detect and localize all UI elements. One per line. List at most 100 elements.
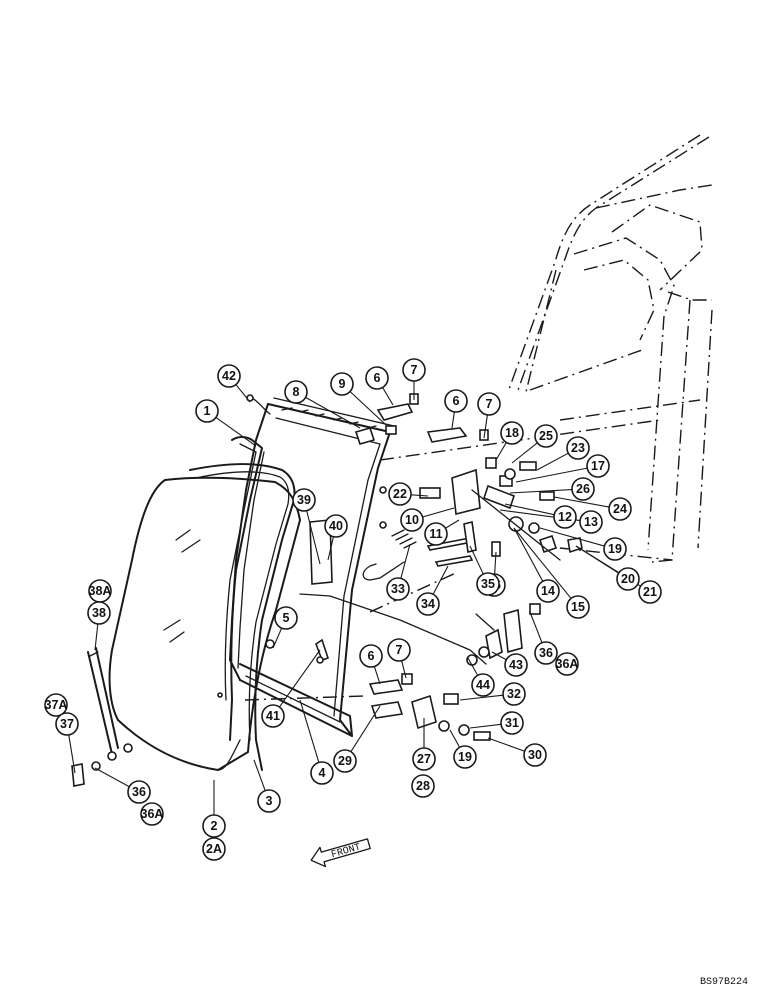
callout-c40: 40 [324,514,348,538]
callout-circle [500,711,524,735]
callout-label: 41 [266,709,280,723]
callout-label: 6 [368,649,375,663]
callout-label: 18 [505,426,519,440]
leader-line [94,767,130,788]
cab-outline [244,134,713,701]
callout-label: 2 [211,819,218,833]
leader-line [515,467,588,483]
leader-line [401,660,407,679]
callout-c37a: 37A [44,693,68,717]
leader-line [350,705,381,753]
leader-line [495,442,507,461]
callout-circle [471,673,495,697]
leader-line [382,387,394,406]
front-label: FRONT [330,842,362,861]
callout-label: 15 [571,600,585,614]
callout-label: 12 [558,510,572,524]
callout-circle [534,641,558,665]
callout-c36c: 36 [127,780,151,804]
callout-c15: 15 [566,595,590,619]
callout-c21: 21 [638,580,662,604]
leader-line [278,649,321,708]
callout-c3: 3 [257,789,281,813]
callout-c24: 24 [608,497,632,521]
callout-c7c: 7 [387,638,411,662]
callout-label: 39 [297,493,311,507]
callout-circle [217,364,241,388]
callout-c43: 43 [504,653,528,677]
callout-circle [387,638,411,662]
leader-line [553,496,610,508]
callout-circle [477,392,501,416]
callout-circle [333,749,357,773]
leader-line [451,411,455,429]
callout-circle [638,580,662,604]
callout-c22: 22 [388,482,412,506]
callout-c31: 31 [500,711,524,735]
callout-label: 13 [584,515,598,529]
callout-c18: 18 [500,421,524,445]
leader-line [94,623,99,651]
callout-c14: 14 [536,579,560,603]
leader-line [373,666,381,685]
callout-label: 35 [481,577,495,591]
leader-line [459,694,504,701]
callout-label: 11 [429,527,442,541]
callout-c33: 33 [386,577,410,601]
leader-line [494,551,497,575]
callout-circle [411,774,435,798]
callout-label: 6 [453,394,460,408]
leader-line [68,734,76,774]
callout-label: 31 [505,716,519,730]
callout-circle [402,358,426,382]
callout-c17: 17 [586,454,610,478]
callout-circle [566,595,590,619]
callout-c37: 37 [55,712,79,736]
callout-label: 38 [92,606,106,620]
callout-circle [553,505,577,529]
callout-circle [310,761,334,785]
callout-circle [608,497,632,521]
callout-circle [330,372,354,396]
leader-line [272,627,283,649]
callout-c34: 34 [416,592,440,616]
leader-line [400,543,411,579]
callout-c6a: 6 [365,366,389,390]
callout-label: 36A [556,657,579,671]
leader-line [253,759,266,791]
callout-circle [566,436,590,460]
leader-line [467,657,479,676]
callout-circle [140,802,164,826]
callout-circle [444,389,468,413]
callout-c32: 32 [502,682,526,706]
callout-c42: 42 [217,364,241,388]
leader-line [306,510,321,565]
callout-c13: 13 [579,510,603,534]
leader-line [349,391,387,426]
leader-line [469,723,502,729]
callout-c36d: 36A [140,802,164,826]
callout-label: 27 [417,752,431,766]
callout-circle [476,572,500,596]
callout-c19b: 19 [453,745,477,769]
callout-c27: 27 [412,747,436,771]
callout-circle [453,745,477,769]
leader-line [445,519,460,529]
callout-circle [502,682,526,706]
leader-line [215,416,257,447]
callout-label: 25 [539,429,553,443]
callout-c39: 39 [292,488,316,512]
callout-label: 28 [416,779,430,793]
callout-c2a: 2A [202,837,226,861]
callout-c6b: 6 [444,389,468,413]
callout-label: 1 [204,404,211,418]
callout-circle [523,743,547,767]
callout-c4: 4 [310,761,334,785]
leader-line [483,414,488,439]
callout-circle [504,653,528,677]
callout-label: 21 [643,585,657,599]
callout-c35: 35 [476,572,500,596]
callout-circle [55,712,79,736]
callout-c26: 26 [571,477,595,501]
